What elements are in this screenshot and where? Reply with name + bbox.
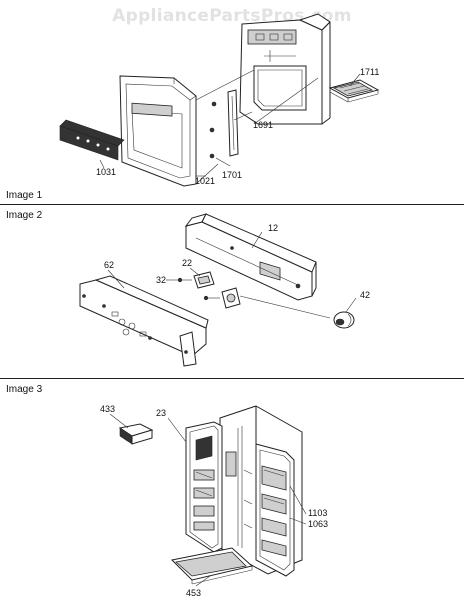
drip-tray-drawing xyxy=(328,79,380,103)
actuator-lever-drawing xyxy=(209,89,239,159)
section-divider xyxy=(0,378,464,379)
switch-assembly-drawing xyxy=(177,271,241,309)
mounting-bracket-drawing xyxy=(184,213,317,301)
callout-453: 453 xyxy=(186,588,201,598)
control-housing-drawing xyxy=(79,275,209,367)
section-label-image-3: Image 3 xyxy=(6,384,43,395)
callout-1103: 1103 xyxy=(308,508,327,518)
section-divider xyxy=(0,204,464,205)
callout-23: 23 xyxy=(156,408,166,418)
callout-1711: 1711 xyxy=(360,67,379,77)
callout-433: 433 xyxy=(100,404,115,414)
dispenser-housing-drawing xyxy=(239,13,331,125)
leader-lines xyxy=(107,231,357,319)
control-panel-overlay-drawing xyxy=(59,119,125,161)
callout-1691: 1691 xyxy=(253,120,273,130)
callout-62: 62 xyxy=(104,260,114,270)
callout-42: 42 xyxy=(360,290,370,300)
door-bin-drawing xyxy=(118,423,154,445)
dispenser-bezel-drawing xyxy=(119,75,197,187)
callout-12: 12 xyxy=(268,223,278,233)
leader-lines xyxy=(109,413,307,587)
crisper-cover-drawing xyxy=(170,547,254,585)
callout-1021: 1021 xyxy=(195,176,215,186)
freezer-door-drawing xyxy=(185,421,223,553)
dispenser-knob-drawing xyxy=(333,311,355,329)
callout-22: 22 xyxy=(182,258,192,268)
section-label-image-1: Image 1 xyxy=(6,190,43,201)
section-label-image-2: Image 2 xyxy=(6,210,43,221)
leader-lines xyxy=(99,69,361,185)
fresh-food-door-drawing xyxy=(255,443,295,577)
callout-1701: 1701 xyxy=(222,170,242,180)
callout-32: 32 xyxy=(156,275,166,285)
callout-1063: 1063 xyxy=(308,519,328,529)
callout-1031: 1031 xyxy=(96,167,116,177)
